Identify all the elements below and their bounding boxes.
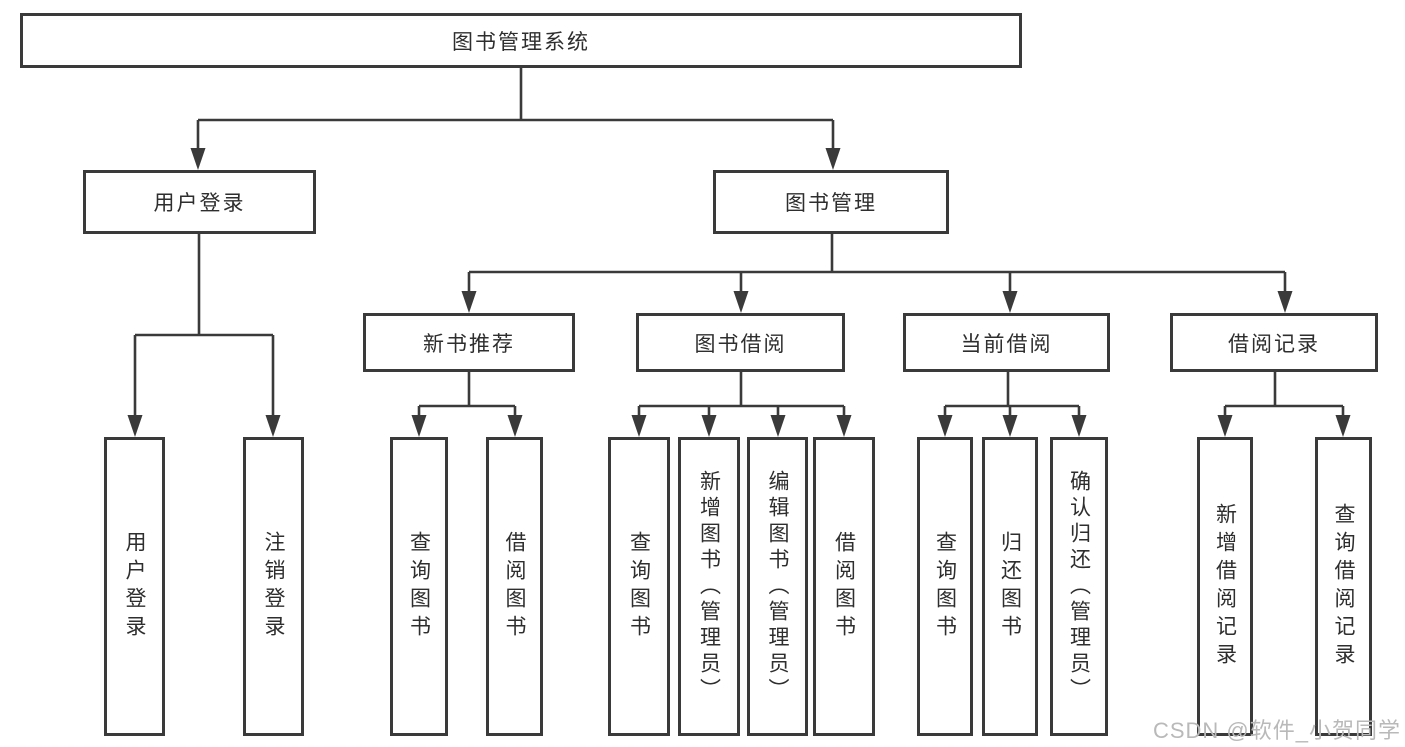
connector-root-to-level2 bbox=[190, 68, 841, 170]
leaf-confirm-return-admin: 确认归还（管理员） bbox=[1050, 437, 1108, 736]
leaf-query-books-3-label: 查询图书 bbox=[933, 530, 957, 643]
connector-bookmgmt-to-level3 bbox=[461, 234, 1293, 313]
leaf-query-books-2: 查询图书 bbox=[608, 437, 670, 736]
leaf-borrow-books-2-label: 借阅图书 bbox=[832, 530, 856, 643]
leaf-borrow-books-1-label: 借阅图书 bbox=[503, 530, 526, 643]
leaf-edit-book-admin-label: 编辑图书（管理员） bbox=[766, 469, 789, 704]
leaf-borrow-books-2: 借阅图书 bbox=[813, 437, 875, 736]
leaf-edit-book-admin: 编辑图书（管理员） bbox=[747, 437, 808, 736]
leaf-return-books: 归还图书 bbox=[982, 437, 1038, 736]
node-book-borrow: 图书借阅 bbox=[636, 313, 845, 372]
node-root: 图书管理系统 bbox=[20, 13, 1022, 68]
leaf-query-books-1-label: 查询图书 bbox=[407, 530, 431, 643]
node-borrow-records: 借阅记录 bbox=[1170, 313, 1378, 372]
leaf-user-login-label: 用户登录 bbox=[123, 530, 146, 643]
leaf-query-borrow-record: 查询借阅记录 bbox=[1315, 437, 1372, 736]
node-borrow-records-label: 借阅记录 bbox=[1228, 332, 1320, 356]
node-user-login: 用户登录 bbox=[83, 170, 316, 234]
leaf-logout-label: 注销登录 bbox=[262, 530, 285, 643]
leaf-query-books-3: 查询图书 bbox=[917, 437, 973, 736]
node-user-login-label: 用户登录 bbox=[153, 192, 246, 215]
csdn-watermark: CSDN @软件_小贺同学 bbox=[1152, 718, 1401, 743]
leaf-confirm-return-admin-label: 确认归还（管理员） bbox=[1067, 469, 1091, 704]
node-new-book-recommend: 新书推荐 bbox=[363, 313, 575, 372]
node-current-borrow-label: 当前借阅 bbox=[960, 332, 1053, 356]
node-current-borrow: 当前借阅 bbox=[903, 313, 1110, 372]
node-book-management: 图书管理 bbox=[713, 170, 949, 234]
leaf-user-login: 用户登录 bbox=[104, 437, 165, 736]
node-new-book-recommend-label: 新书推荐 bbox=[423, 332, 515, 356]
leaf-add-book-admin: 新增图书（管理员） bbox=[678, 437, 740, 736]
leaf-add-borrow-record: 新增借阅记录 bbox=[1197, 437, 1253, 736]
node-root-label: 图书管理系统 bbox=[452, 30, 590, 54]
connector-records-to-leaves bbox=[1217, 372, 1351, 437]
leaf-return-books-label: 归还图书 bbox=[998, 530, 1022, 643]
leaf-query-books-2-label: 查询图书 bbox=[627, 530, 651, 643]
connector-borrow-to-leaves bbox=[631, 372, 852, 437]
leaf-query-books-1: 查询图书 bbox=[390, 437, 448, 736]
leaf-add-borrow-record-label: 新增借阅记录 bbox=[1213, 502, 1237, 671]
leaf-logout: 注销登录 bbox=[243, 437, 304, 736]
leaf-borrow-books-1: 借阅图书 bbox=[486, 437, 543, 736]
leaf-query-borrow-record-label: 查询借阅记录 bbox=[1332, 502, 1355, 671]
node-book-management-label: 图书管理 bbox=[785, 192, 877, 215]
connector-newbook-to-leaves bbox=[411, 372, 523, 437]
connector-current-to-leaves bbox=[937, 372, 1087, 437]
leaf-add-book-admin-label: 新增图书（管理员） bbox=[697, 469, 721, 704]
node-book-borrow-label: 图书借阅 bbox=[694, 332, 787, 356]
connector-userlogin-to-leaves bbox=[127, 234, 281, 437]
